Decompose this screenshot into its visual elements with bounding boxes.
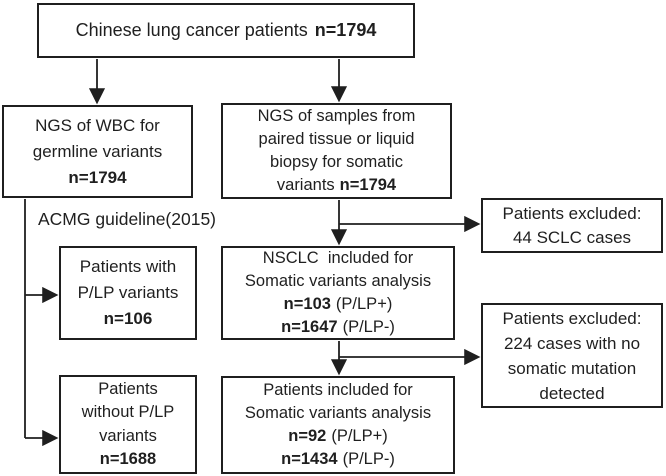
node-count: n=1647(P/LP-) [281, 318, 395, 336]
node-text: NSCLC included for [262, 249, 414, 267]
node-text: without P/LP [81, 403, 175, 421]
node-patients-without-plp: Patients without P/LP variants n=1688 [59, 375, 197, 474]
node-no-somatic-excluded: Patients excluded: 224 cases with no som… [481, 303, 663, 408]
node-count: n=1688 [99, 450, 157, 468]
node-somatic-samples-ngs: NGS of samples from paired tissue or liq… [221, 103, 452, 199]
node-text: Patients [98, 379, 158, 398]
node-sclc-excluded: Patients excluded: 44 SCLC cases [481, 198, 663, 253]
node-text: Patients with [79, 257, 177, 276]
node-text: NGS of WBC for [35, 115, 160, 135]
node-text: somatic mutation [507, 358, 637, 378]
node-germline-ngs: NGS of WBC for germline variants n=1794 [2, 105, 193, 198]
node-count: n=92(P/LP+) [288, 427, 388, 445]
node-text: germline variants [32, 141, 163, 161]
node-text: 44 SCLC cases [512, 227, 632, 247]
node-patients-with-plp: Patients with P/LP variants n=106 [59, 246, 197, 340]
node-text: biopsy for somatic [270, 153, 403, 171]
node-text: NGS of samples from [257, 107, 416, 125]
node-text: detected [539, 383, 605, 403]
node-text: paired tissue or liquid [258, 130, 415, 148]
node-text: Somatic variants analysis [244, 272, 432, 290]
node-text: 224 cases with no [503, 333, 641, 353]
node-text: variants [99, 426, 157, 445]
node-text: Patients excluded: [502, 203, 642, 223]
node-count: n=1794 [68, 167, 127, 187]
node-patients-included: Patients included for Somatic variants a… [221, 376, 455, 474]
node-text: Patients excluded: [502, 308, 642, 328]
node-count: n=103(P/LP+) [283, 295, 393, 313]
node-count: n=106 [103, 309, 153, 328]
node-text: Patients included for [263, 381, 413, 399]
node-text: Somatic variants analysis [244, 404, 432, 422]
node-text: P/LP variants [77, 283, 179, 302]
acmg-guideline-label: ACMG guideline(2015) [38, 209, 217, 229]
node-count: n=1434(P/LP-) [281, 450, 395, 468]
node-nsclc-included: NSCLC included for Somatic variants anal… [221, 246, 455, 340]
